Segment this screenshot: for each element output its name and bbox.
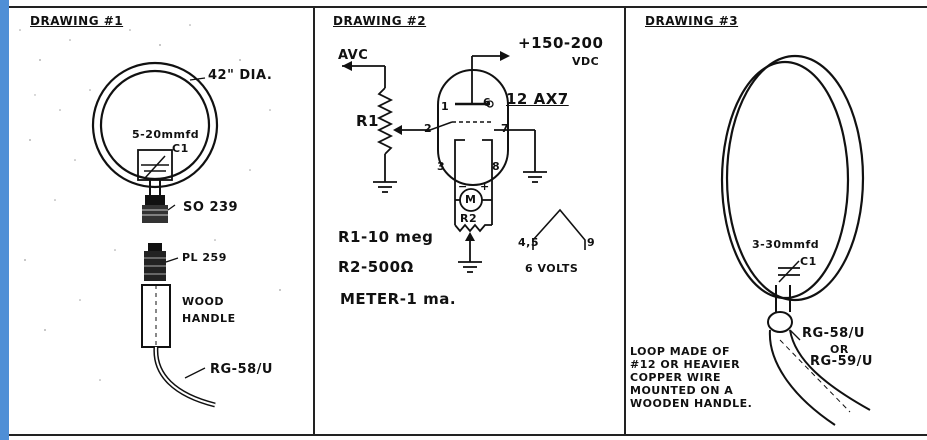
loop-note-line5: WOODEN HANDLE. bbox=[630, 397, 753, 410]
drawing-1-title: DRAWING #1 bbox=[30, 14, 124, 28]
handle-label-line1: WOOD bbox=[182, 295, 224, 308]
loop-note-line4: MOUNTED ON A bbox=[630, 384, 734, 397]
r1-label: R1 bbox=[356, 112, 379, 130]
pin-1-label: 1 bbox=[441, 100, 450, 113]
drawing-3-title: DRAWING #3 bbox=[645, 14, 739, 28]
avc-label: AVC bbox=[338, 48, 369, 63]
pin-3-label: 3 bbox=[437, 160, 446, 173]
pl259-label: PL 259 bbox=[182, 251, 227, 264]
legend-meter: METER-1 ma. bbox=[340, 290, 457, 308]
meter-plus-label: + bbox=[480, 180, 490, 193]
loop-note-line2: #12 OR HEAVIER bbox=[630, 358, 741, 371]
loop-note-line3: COPPER WIRE bbox=[630, 371, 722, 384]
loop-diameter-label: 42" DIA. bbox=[208, 68, 273, 83]
loop-cap-value-label: 3-30mmfd bbox=[752, 238, 820, 251]
loop-note-line1: LOOP MADE OF bbox=[630, 345, 731, 358]
loop-cap-name-label: C1 bbox=[800, 255, 817, 268]
pin-6-label: 6 bbox=[483, 96, 492, 109]
heater-volts-label: 6 VOLTS bbox=[525, 262, 579, 275]
supply-voltage-line2: VDC bbox=[572, 55, 600, 68]
cable-label: RG-58/U bbox=[210, 362, 273, 377]
heater-pin-9-label: 9 bbox=[587, 236, 596, 249]
loop-cable-line1: RG-58/U bbox=[802, 326, 865, 341]
heater-pins-label: 4,5 bbox=[518, 236, 539, 249]
meter-symbol-label: M bbox=[465, 193, 477, 206]
meter-minus-label: − bbox=[458, 180, 468, 193]
legend-r1: R1-10 meg bbox=[338, 228, 434, 246]
page-edge-bar bbox=[0, 0, 9, 440]
handle-label-line2: HANDLE bbox=[182, 312, 236, 325]
so239-label: SO 239 bbox=[183, 200, 239, 215]
supply-voltage-line1: +150-200 bbox=[518, 34, 604, 52]
tube-type-label: 12 AX7 bbox=[506, 90, 569, 108]
loop-cable-line3: RG-59/U bbox=[810, 354, 873, 369]
pin-7-label: 7 bbox=[501, 122, 510, 135]
r2-label: R2 bbox=[460, 212, 478, 225]
pin-2-label: 2 bbox=[424, 122, 433, 135]
legend-r2: R2-500Ω bbox=[338, 258, 414, 276]
scan-speckle bbox=[19, 19, 281, 401]
pin-8-label: 8 bbox=[492, 160, 501, 173]
drawing-2-title: DRAWING #2 bbox=[333, 14, 427, 28]
drawing-1-graphics bbox=[19, 19, 281, 408]
capacitor-name-label: C1 bbox=[172, 142, 189, 155]
loop-cable-line2: OR bbox=[830, 343, 849, 356]
capacitor-value-label: 5-20mmfd bbox=[132, 128, 200, 141]
